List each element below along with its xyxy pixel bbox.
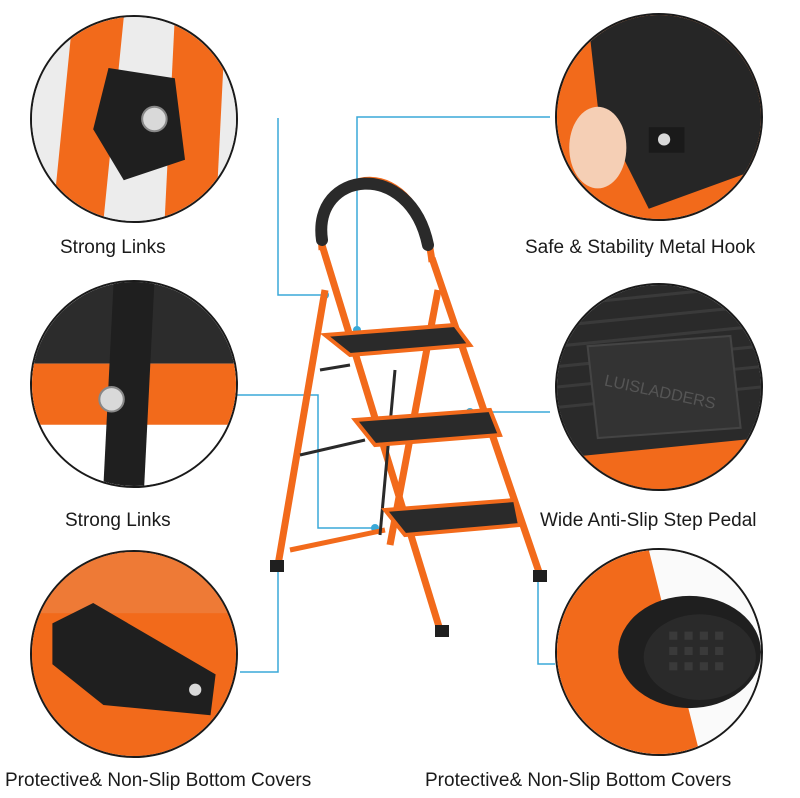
label-bottom-cover-left: Protective& Non-Slip Bottom Covers bbox=[5, 770, 312, 791]
label-metal-hook: Safe & Stability Metal Hook bbox=[525, 237, 756, 258]
detail-circle-step-pedal: LUISLADDERS bbox=[555, 283, 763, 491]
detail-circle-strong-links-top bbox=[30, 15, 238, 223]
label-strong-links-mid: Strong Links bbox=[65, 510, 171, 531]
detail-circle-bottom-cover-left bbox=[30, 550, 238, 758]
callout-lines bbox=[237, 116, 555, 673]
label-bottom-cover-right: Protective& Non-Slip Bottom Covers bbox=[425, 770, 732, 791]
label-step-pedal: Wide Anti-Slip Step Pedal bbox=[540, 510, 757, 531]
detail-circle-bottom-cover-right bbox=[555, 548, 763, 756]
ladder-frame bbox=[270, 176, 547, 637]
label-strong-links-top: Strong Links bbox=[60, 237, 166, 258]
detail-circle-metal-hook bbox=[555, 13, 763, 221]
detail-circle-strong-links-mid bbox=[30, 280, 238, 488]
